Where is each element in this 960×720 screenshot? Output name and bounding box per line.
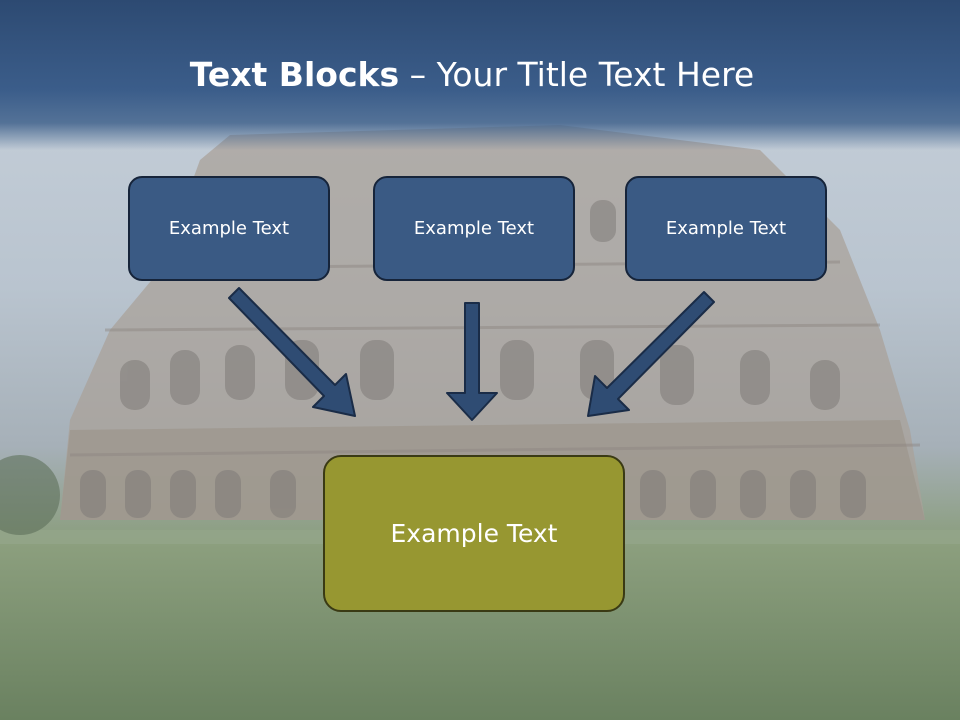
title-bar <box>0 0 960 150</box>
text-block-3-label: Example Text <box>665 218 787 239</box>
title-text: Your Title Text Here <box>436 55 755 94</box>
main-text-block-label: Example Text <box>390 519 558 548</box>
main-text-block[interactable]: Example Text <box>323 455 625 612</box>
title-bold: Text Blocks <box>189 55 400 94</box>
text-block-1-label: Example Text <box>168 218 290 239</box>
slide-title: Text Blocks – Your Title Text Here <box>0 52 944 98</box>
text-block-1[interactable]: Example Text <box>128 176 330 281</box>
title-dash: – <box>399 55 437 94</box>
text-block-2[interactable]: Example Text <box>373 176 575 281</box>
text-block-2-label: Example Text <box>413 218 535 239</box>
text-block-3[interactable]: Example Text <box>625 176 827 281</box>
